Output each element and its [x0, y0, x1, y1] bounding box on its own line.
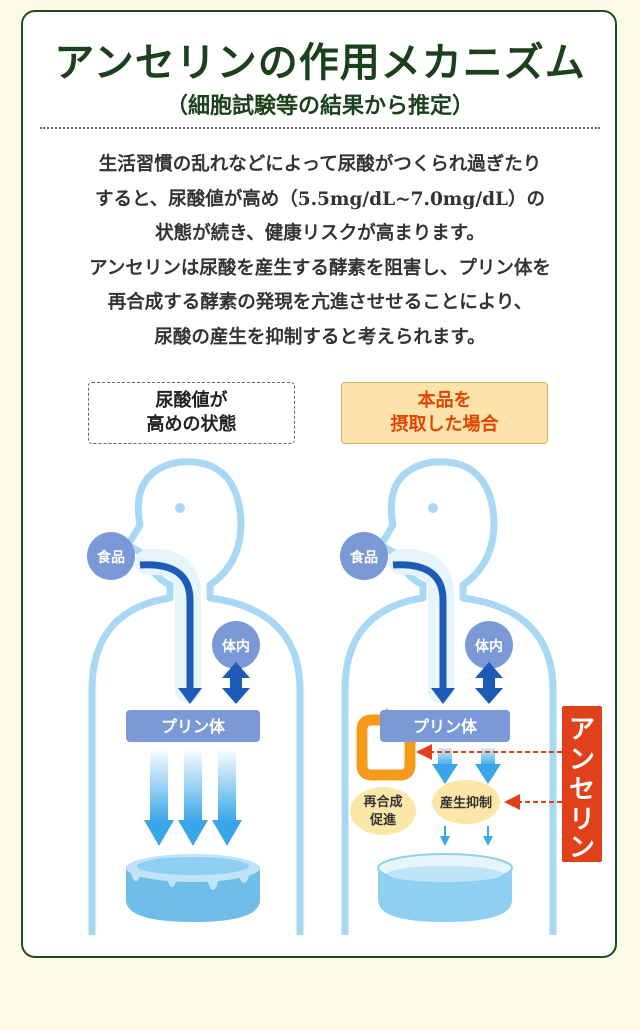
explanation-line: アンセリンは尿酸を産生する酵素を阻害し、プリン体を [89, 257, 551, 279]
intake-arrow [392, 561, 455, 704]
explanation-line: 状態が続き、健康リスクが高まります。 [155, 223, 485, 245]
page-subtitle: （細胞試験等の結果から推定） [165, 93, 474, 119]
purine-label: プリン体 [161, 717, 226, 736]
food-circle: 食品 [87, 532, 135, 580]
body-circle: 体内 [465, 621, 513, 669]
food-label: 食品 [97, 549, 125, 566]
inhibition-arrows [416, 744, 562, 810]
explanation-text: 生活習慣の乱れなどによって尿酸がつくられ過ぎたり すると、尿酸値が高め（5.5m… [30, 148, 610, 356]
dotted-divider [40, 127, 600, 129]
explanation-line: 尿酸の産生を抑制すると考えられます。 [154, 326, 486, 348]
body-label: 体内 [222, 638, 250, 655]
anserine-char: ン [569, 833, 595, 863]
small-arrows [440, 826, 493, 846]
page-title: アンセリンの作用メカニズム [54, 39, 586, 86]
suppression-label: 産生抑制 [440, 795, 492, 811]
explanation-line: 生活習慣の乱れなどによって尿酸がつくられ過ぎたり [98, 154, 542, 175]
food-circle: 食品 [340, 532, 388, 580]
explanation-line: すると、尿酸値が高め（5.5mg/dL~7.0mg/dL）の [94, 188, 546, 210]
exchange-arrow [222, 662, 250, 704]
resynthesis-bubble: 再合成 促進 [350, 787, 416, 835]
anserine-char: ア [569, 715, 595, 745]
high-uric-acid-label: 尿酸値が 高めの状態 [88, 382, 295, 444]
explanation-line: 再合成する酵素の発現を亢進させせることにより、 [107, 292, 533, 314]
resynthesis-label-1: 再合成 [363, 794, 402, 810]
body-label: 体内 [475, 638, 503, 655]
purine-label: プリン体 [413, 717, 478, 736]
normal-uric-acid-container [377, 853, 513, 922]
body-circle: 体内 [212, 621, 260, 669]
suppression-bubble: 産生抑制 [432, 780, 500, 824]
resynthesis-label-2: 促進 [369, 812, 396, 828]
intake-arrow [139, 561, 202, 704]
label-line: 本品を [417, 390, 472, 411]
purine-box: プリン体 [380, 710, 510, 742]
right-body-figure [341, 458, 557, 935]
anserine-char: セ [569, 775, 595, 805]
label-line: 高めの状態 [146, 414, 237, 435]
label-line: 摂取した場合 [390, 414, 499, 435]
label-line: 尿酸値が [155, 390, 228, 411]
left-body-figure [88, 458, 304, 935]
food-label: 食品 [350, 549, 378, 566]
anserine-char: リ [569, 805, 595, 835]
uric-acid-production-arrows [144, 748, 242, 846]
anserine-label: ア ン セ リ ン [562, 706, 602, 863]
overflowing-uric-acid-container [126, 854, 260, 922]
eye-icon [175, 503, 185, 513]
anserine-char: ン [569, 745, 595, 775]
exchange-arrow [475, 662, 503, 704]
purine-box: プリン体 [126, 710, 260, 742]
product-intake-label: 本品を 摂取した場合 [341, 382, 548, 444]
reduced-production-arrows [432, 748, 501, 784]
eye-icon [428, 503, 438, 513]
